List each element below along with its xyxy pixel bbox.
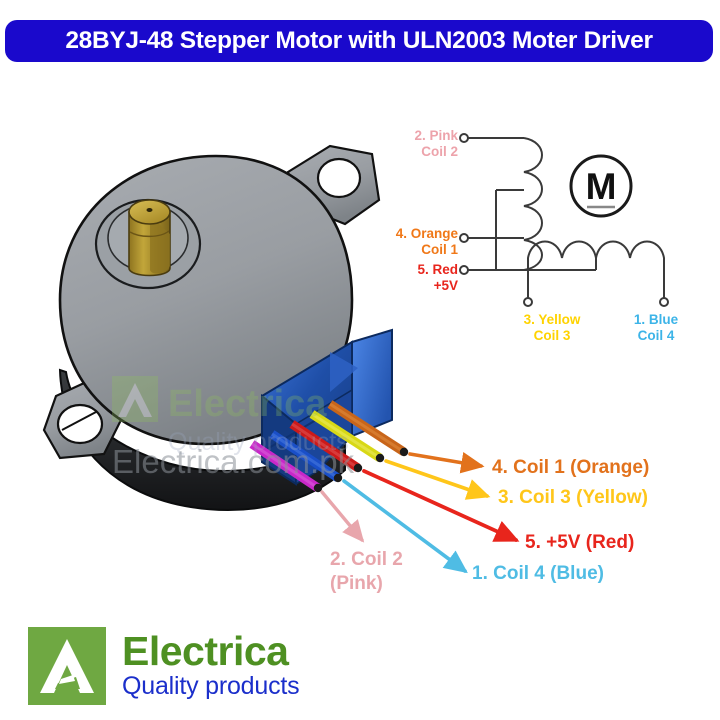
callout-yellow-text: 3. Coil 3 (Yellow): [498, 487, 648, 508]
schematic-label-red: 5. Red +5V: [372, 262, 458, 294]
arrow-blue: [342, 479, 468, 574]
motor-wires: [249, 400, 409, 493]
schematic-label-orange-line1: 4. Orange: [395, 226, 458, 241]
motor-symbol-icon: M: [569, 154, 633, 218]
arrow-orange: [408, 452, 485, 474]
motor-shaft: [128, 199, 171, 277]
svg-text:M: M: [586, 166, 617, 207]
schematic-label-blue: 1. Blue Coil 4: [620, 312, 692, 344]
schematic-label-pink-line1: 2. Pink: [414, 128, 458, 143]
callout-pink: 2. Coil 2 (Pink): [330, 548, 403, 597]
callout-arrows: [320, 452, 520, 574]
callout-red: 5. +5V (Red): [525, 531, 634, 555]
callout-blue-text: 1. Coil 4 (Blue): [472, 563, 604, 584]
arrow-yellow: [384, 459, 491, 500]
terminal-red: [459, 265, 469, 275]
schematic-label-orange-line2: Coil 1: [421, 241, 458, 257]
schematic-label-red-line1: 5. Red: [417, 262, 458, 277]
terminal-yellow: [523, 297, 533, 307]
stepper-motor-illustration: [42, 144, 409, 511]
callout-blue: 1. Coil 4 (Blue): [472, 562, 604, 586]
schematic-label-blue-line1: 1. Blue: [633, 312, 679, 327]
arrow-red: [362, 469, 520, 542]
terminal-orange: [459, 233, 469, 243]
schematic-label-blue-line2: Coil 4: [637, 327, 675, 343]
callout-orange-text: 4. Coil 1 (Orange): [492, 457, 650, 478]
callout-pink-line2: (Pink): [330, 573, 383, 595]
page-title: 28BYJ-48 Stepper Motor with ULN2003 Mote…: [65, 27, 653, 54]
callout-pink-line1: 2. Coil 2: [330, 549, 403, 570]
logo-wordmark: Electrica Quality products: [122, 627, 300, 705]
page-title-banner: 28BYJ-48 Stepper Motor with ULN2003 Mote…: [5, 20, 713, 62]
wiring-schematic: M: [459, 133, 669, 307]
schematic-label-yellow-line1: 3. Yellow: [523, 312, 581, 327]
schematic-label-pink-line2: Coil 2: [421, 143, 458, 159]
arrow-pink: [320, 490, 365, 543]
logo-brand-name: Electrica: [122, 628, 289, 675]
callout-orange: 4. Coil 1 (Orange): [492, 456, 649, 480]
callout-yellow: 3. Coil 3 (Yellow): [498, 486, 648, 510]
mounting-hole-upper: [316, 157, 362, 199]
schematic-label-orange: 4. Orange Coil 1: [362, 226, 458, 258]
schematic-label-yellow-line2: Coil 3: [533, 327, 571, 343]
terminal-blue: [659, 297, 669, 307]
terminal-pink: [459, 133, 469, 143]
mounting-hole-lower: [56, 403, 104, 445]
logo-mark-icon: [28, 627, 106, 705]
brand-logo: Electrica Quality products: [28, 627, 300, 705]
schematic-label-red-line2: +5V: [433, 277, 458, 293]
schematic-label-pink: 2. Pink Coil 2: [386, 128, 458, 160]
logo-tagline: Quality products: [122, 672, 300, 701]
callout-red-text: 5. +5V (Red): [525, 532, 635, 553]
schematic-label-yellow: 3. Yellow Coil 3: [512, 312, 592, 344]
